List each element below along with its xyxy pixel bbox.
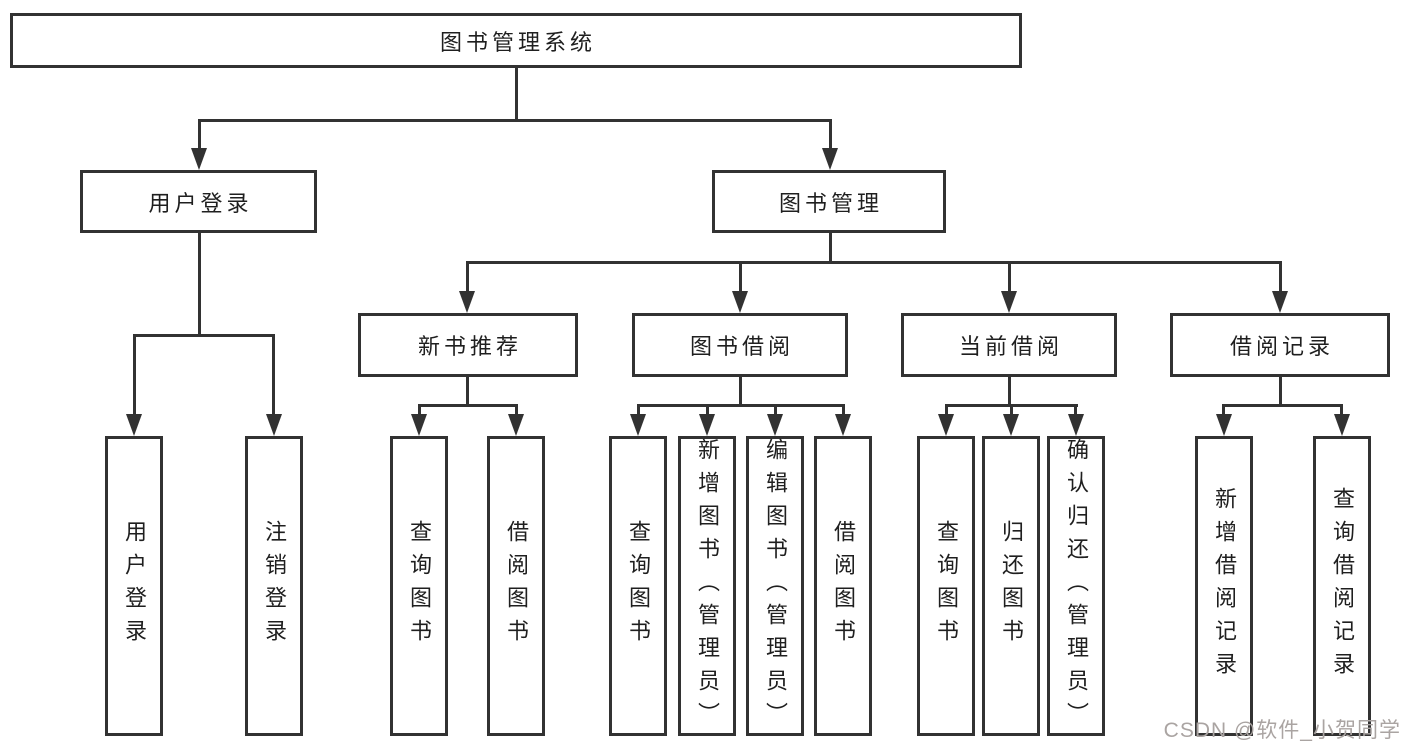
connector-drop-leaf [842,404,845,417]
node-query-borrow-record: 查询借阅记录 [1313,436,1371,736]
arrowhead-down-icon [699,414,715,436]
arrowhead-down-icon [1216,414,1232,436]
arrowhead-down-icon [266,414,282,436]
connector-drop-borrow-records [1279,261,1282,294]
connector-level3-bar [466,261,1281,264]
node-label: 借阅图书 [831,520,856,652]
node-label: 确认归还（管理员） [1064,437,1089,735]
arrowhead-down-icon [191,148,207,170]
node-return-books: 归还图书 [982,436,1040,736]
node-label: 新增图书（管理员） [695,437,720,735]
node-add-borrow-record: 新增借阅记录 [1195,436,1253,736]
node-label: 借阅图书 [504,520,529,652]
csdn-watermark: CSDN @软件_小贺同学 [1163,719,1401,742]
connector-user-login-bar [133,334,275,337]
connector-book-borrow-stub [739,377,742,406]
connector-drop-logout-leaf [272,334,275,416]
node-add-books-admin: 新增图书（管理员） [678,436,736,736]
node-query-books-recommend: 查询图书 [390,436,448,736]
node-borrow-books-recommend: 借阅图书 [487,436,545,736]
node-book-management: 图书管理 [712,170,946,233]
connector-drop-leaf [945,404,948,417]
arrowhead-down-icon [732,291,748,313]
connector-new-book-stub [466,377,469,406]
connector-root-stub [515,68,518,122]
arrowhead-down-icon [508,414,524,436]
connector-drop-leaf [515,404,518,417]
connector-drop-new-book [466,261,469,294]
connector-drop-user-login [198,119,201,151]
arrowhead-down-icon [411,414,427,436]
node-confirm-return-admin: 确认归还（管理员） [1047,436,1105,736]
node-library-management-system: 图书管理系统 [10,13,1022,68]
node-query-books-borrow: 查询图书 [609,436,667,736]
node-borrow-records: 借阅记录 [1170,313,1390,377]
arrowhead-down-icon [1068,414,1084,436]
connector-drop-leaf [1010,404,1013,417]
node-logout-leaf: 注销登录 [245,436,303,736]
node-label: 查询图书 [407,520,432,652]
arrowhead-down-icon [630,414,646,436]
node-label: 编辑图书（管理员） [763,437,788,735]
node-current-borrow: 当前借阅 [901,313,1117,377]
arrowhead-down-icon [767,414,783,436]
connector-drop-leaf [418,404,421,417]
connector-drop-leaf [637,404,640,417]
arrowhead-down-icon [938,414,954,436]
connector-drop-book-management [829,119,832,151]
node-book-borrow: 图书借阅 [632,313,848,377]
node-label: 查询图书 [626,520,651,652]
connector-drop-leaf [774,404,777,417]
node-borrow-books-leaf: 借阅图书 [814,436,872,736]
arrowhead-down-icon [835,414,851,436]
node-query-books-current: 查询图书 [917,436,975,736]
arrowhead-down-icon [1003,414,1019,436]
arrowhead-down-icon [1272,291,1288,313]
node-label: 注销登录 [262,520,287,652]
connector-drop-current-borrow [1008,261,1011,294]
connector-level1-bar [198,119,832,122]
arrowhead-down-icon [126,414,142,436]
node-new-book-recommend: 新书推荐 [358,313,578,377]
connector-book-management-stub [829,233,832,263]
connector-borrow-records-stub [1279,377,1282,406]
arrowhead-down-icon [1001,291,1017,313]
node-label: 归还图书 [999,520,1024,652]
node-label: 查询借阅记录 [1330,487,1355,685]
connector-drop-book-borrow [739,261,742,294]
node-user-login: 用户登录 [80,170,317,233]
connector-drop-leaf [706,404,709,417]
node-edit-books-admin: 编辑图书（管理员） [746,436,804,736]
connector-new-book-bar [418,404,518,407]
node-user-login-leaf: 用户登录 [105,436,163,736]
arrowhead-down-icon [822,148,838,170]
connector-drop-user-login-leaf [133,334,136,416]
connector-current-borrow-stub [1008,377,1011,406]
connector-drop-leaf [1074,404,1077,417]
connector-borrow-records-bar [1223,404,1343,407]
connector-user-login-stub [198,233,201,336]
connector-book-borrow-bar [637,404,844,407]
node-label: 查询图书 [934,520,959,652]
node-label: 用户登录 [122,520,147,652]
arrowhead-down-icon [1334,414,1350,436]
arrowhead-down-icon [459,291,475,313]
connector-drop-leaf [1222,404,1225,417]
node-label: 新增借阅记录 [1212,487,1237,685]
connector-drop-leaf [1340,404,1343,417]
